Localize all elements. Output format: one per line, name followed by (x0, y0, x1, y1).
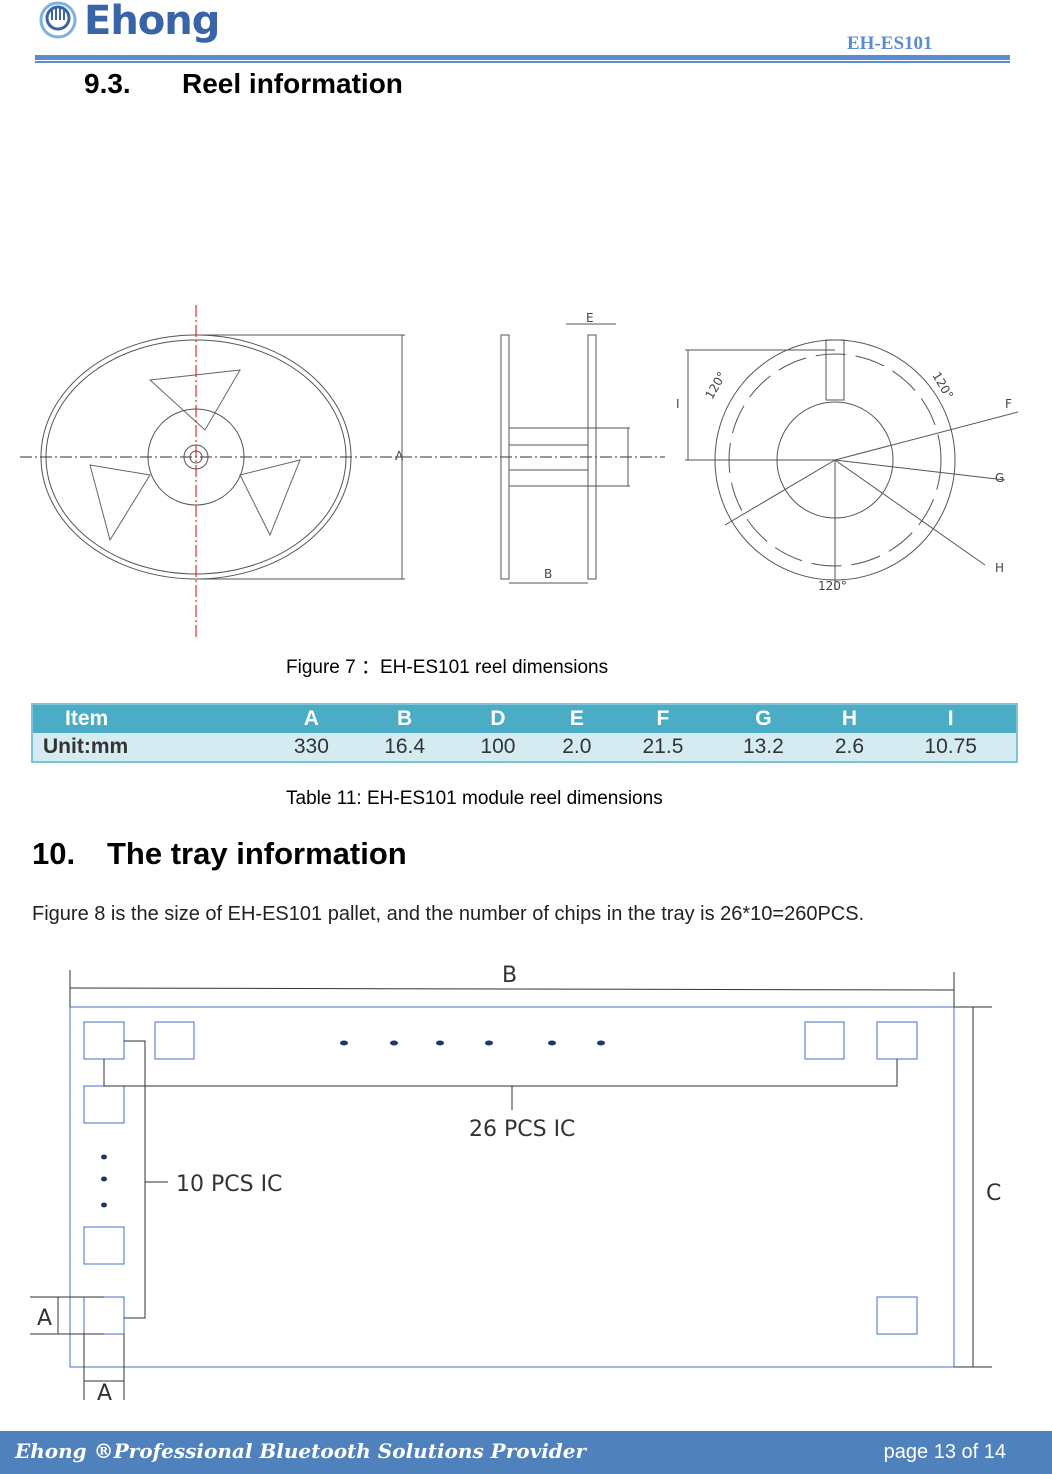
reel-side-view (500, 323, 630, 584)
table-row: Unit:mm 330 16.4 100 2.0 21.5 13.2 2.6 1… (32, 733, 1017, 762)
label-c: C (986, 1181, 1001, 1206)
label-26-pcs: 26 PCS IC (469, 1117, 575, 1142)
section-number: 9.3. (84, 68, 131, 99)
section-title: Reel information (182, 68, 403, 99)
page-number: page 13 of 14 (883, 1441, 1006, 1463)
label-b: B (502, 963, 517, 988)
footer-tagline: Ehong ®Professional Bluetooth Solutions … (15, 1439, 587, 1463)
table-cell: 330 (268, 733, 355, 762)
table-header: D (454, 704, 541, 733)
header-rule-thin (35, 61, 1010, 63)
figure-7-caption: Figure 7 ：EH-ES101 reel dimensions (286, 657, 609, 678)
label-h: H (995, 561, 1004, 575)
table-cell: 100 (454, 733, 541, 762)
section-number: 10. (32, 836, 76, 871)
reel-dimensions-table: Item A B D E F G H I Unit:mm 330 16.4 10… (31, 703, 1018, 763)
footer: Ehong ®Professional Bluetooth Solutions … (0, 1431, 1052, 1474)
table-header: I (885, 704, 1017, 733)
label-e: E (586, 311, 594, 325)
body-paragraph: Figure 8 is the size of EH-ES101 pallet,… (32, 903, 865, 925)
table-11-caption: Table 11: EH-ES101 module reel dimension… (286, 788, 663, 809)
label-g: G (995, 471, 1004, 485)
table-header: A (268, 704, 355, 733)
tray-drawing: B C A A 26 PCS IC 10 PCS IC (30, 963, 1001, 1405)
label-f: F (1005, 397, 1012, 411)
reel-hub-detail (685, 339, 1019, 590)
label-a: A (395, 449, 404, 463)
table-cell: Unit:mm (32, 733, 269, 762)
table-header: Item (32, 704, 269, 733)
document-code: EH-ES101 (847, 33, 933, 54)
label-a-horizontal: A (97, 1381, 112, 1405)
table-cell: 2.0 (540, 733, 613, 762)
label-10-pcs: 10 PCS IC (176, 1172, 282, 1197)
table-header: H (813, 704, 886, 733)
table-cell: 16.4 (354, 733, 455, 762)
reel-drawing: A B E F G H I 120° 120° 120° (20, 305, 1019, 640)
table-header: F (612, 704, 714, 733)
table-cell: 10.75 (885, 733, 1017, 762)
table-cell: 21.5 (612, 733, 714, 762)
header-rule (35, 55, 1010, 60)
label-angle-bottom: 120° (818, 579, 847, 593)
table-header: E (540, 704, 613, 733)
label-b: B (544, 567, 552, 581)
label-angle-left: 120° (702, 369, 729, 401)
section-title: The tray information (107, 836, 407, 871)
ehong-logo-icon (39, 1, 77, 39)
table-cell: 13.2 (713, 733, 814, 762)
label-i: I (676, 397, 680, 411)
table-header: B (354, 704, 455, 733)
table-header: G (713, 704, 814, 733)
logo-text: Ehong (84, 0, 220, 44)
label-angle-right: 120° (929, 370, 956, 402)
reel-front-view (20, 305, 665, 640)
label-a-vertical: A (37, 1306, 52, 1331)
table-cell: 2.6 (813, 733, 886, 762)
table-header-row: Item A B D E F G H I (32, 704, 1017, 733)
